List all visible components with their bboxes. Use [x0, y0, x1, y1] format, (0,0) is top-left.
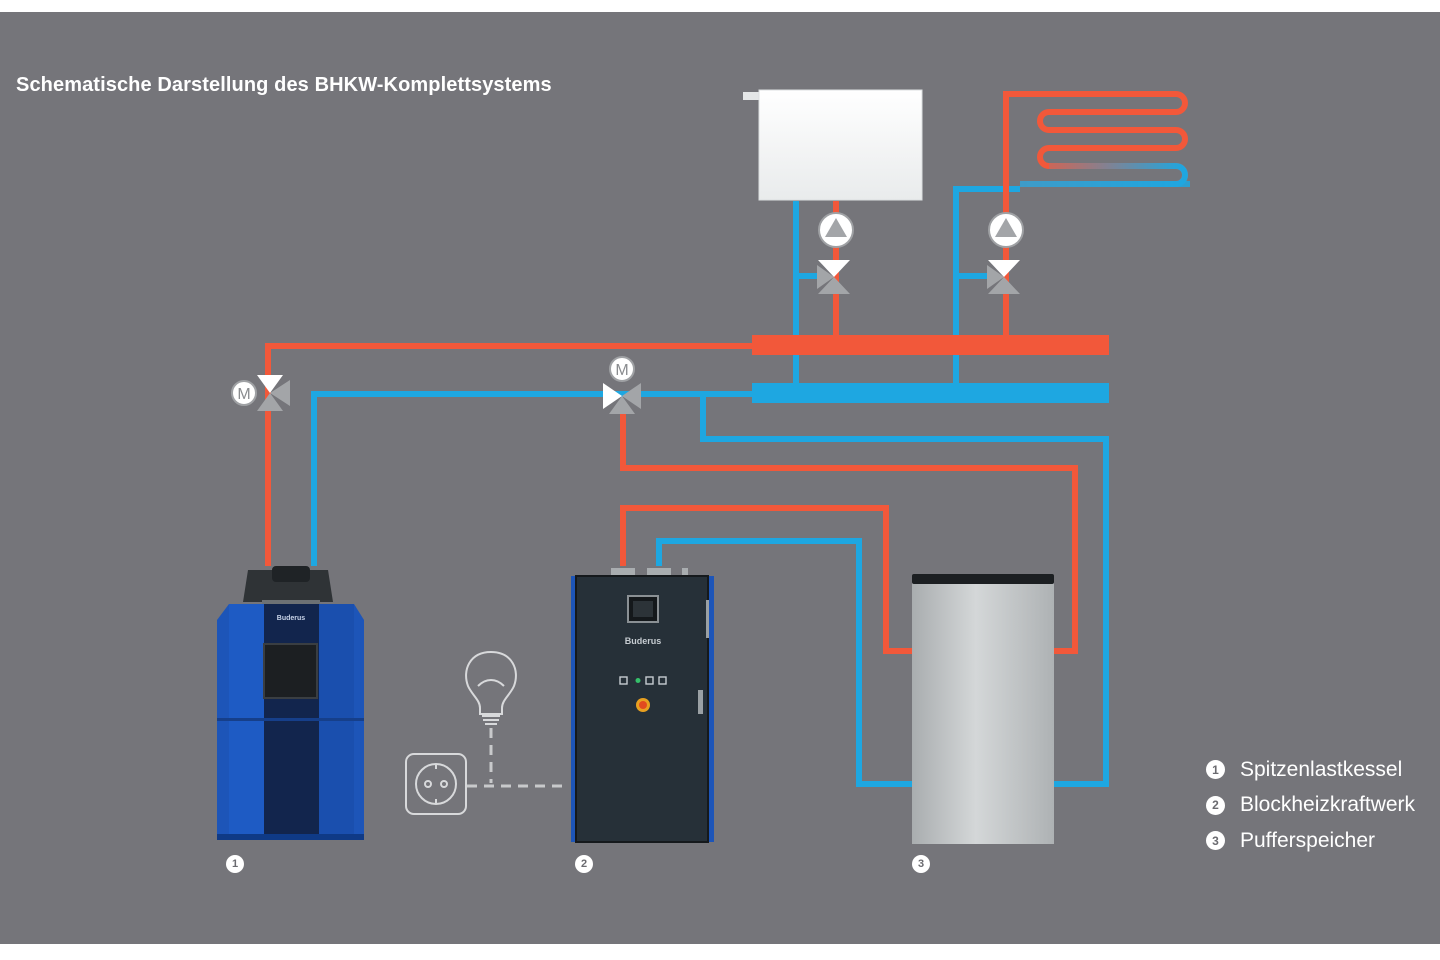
boiler-brand-label: Buderus [277, 615, 306, 622]
buffer-tank [912, 574, 1054, 844]
system-diagram: M M Buderus [217, 89, 1190, 844]
legend-label: Blockheizkraftwerk [1240, 793, 1416, 817]
valve-motor-label: M [237, 386, 250, 403]
chp-return-pipe [656, 538, 912, 787]
component-marker-3: 3 [912, 855, 930, 873]
underfloor-heating-icon [1020, 91, 1190, 187]
valve-motor-label: M [615, 362, 628, 379]
chp-unit: Buderus [571, 568, 714, 843]
legend: 1 Spitzenlastkessel 2 Blockheizkraftwerk… [1206, 752, 1415, 859]
legend-label: Spitzenlastkessel [1240, 757, 1403, 781]
circulation-pump-icon [988, 212, 1024, 248]
component-marker-2: 2 [575, 855, 593, 873]
component-marker-1: 1 [226, 855, 244, 873]
floor-supply-pipe [1003, 91, 1020, 336]
legend-number: 3 [1206, 831, 1225, 851]
peak-load-boiler: Buderus [217, 566, 364, 840]
power-line [467, 728, 568, 788]
legend-item: 2 Blockheizkraftwerk [1206, 788, 1415, 824]
boiler-supply-pipe [265, 343, 752, 566]
chp-supply-pipe [620, 505, 912, 654]
chp-brand-label: Buderus [625, 636, 662, 646]
legend-item: 3 Pufferspeicher [1206, 823, 1415, 859]
supply-header [752, 335, 1109, 355]
motor-valve-icon: M [231, 375, 290, 411]
tank-supply-loop-pipe [620, 412, 1078, 654]
three-way-valve-icon [817, 260, 850, 294]
legend-item: 1 Spitzenlastkessel [1206, 752, 1415, 788]
return-header [752, 383, 1109, 403]
legend-label: Pufferspeicher [1240, 828, 1376, 852]
diagram-title: Schematische Darstellung des BHKW-Komple… [16, 74, 552, 96]
schematic-panel: M M Buderus [0, 12, 1440, 944]
three-way-valve-icon [987, 260, 1020, 294]
light-bulb-icon [465, 650, 517, 725]
floor-return-pipe [953, 186, 1020, 385]
legend-number: 2 [1206, 795, 1225, 815]
circulation-pump-icon [818, 212, 854, 248]
power-socket-icon [405, 753, 467, 815]
motor-valve-icon: M [603, 356, 641, 414]
legend-number: 1 [1206, 760, 1225, 780]
radiator-icon [743, 89, 923, 201]
tank-return-loop-pipe [700, 394, 1109, 787]
